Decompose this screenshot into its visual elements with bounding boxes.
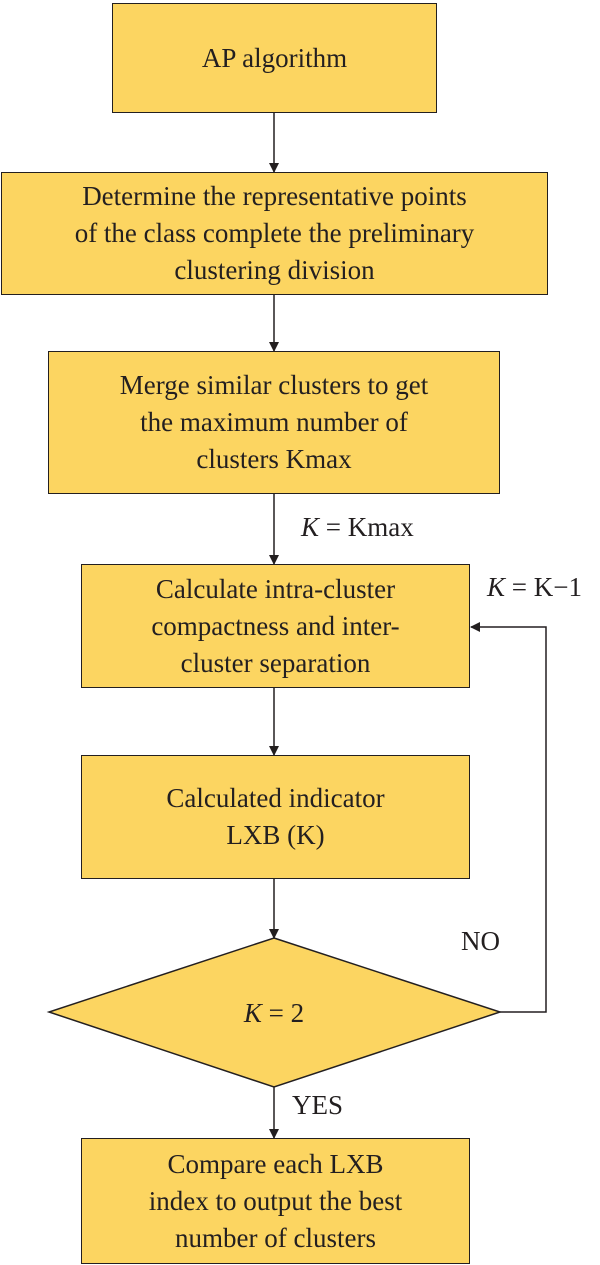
node-compare-index-line-2: index to output the best [148,1185,403,1216]
node-calculate-compactness: Calculate intra-cluster compactness and … [81,564,470,688]
node-merge-clusters-line-3: clusters Kmax [196,444,352,474]
label-k-init: K = Kmax [301,512,414,542]
arrow-loop-back [470,622,547,1013]
node-merge-clusters-line-2: the maximum number of [140,407,408,437]
node-determine-points-line-3: clustering division [174,255,375,285]
node-calculate-compactness-line-1: Calculate intra-cluster [155,573,396,604]
decision-rest: = 2 [262,998,304,1028]
node-calculated-indicator-line-1: Calculated indicator [166,783,385,813]
node-compare-index-line-3: number of clusters [175,1222,376,1253]
node-ap-algorithm: AP algorithm [112,3,437,113]
node-compare-index-line-1: Compare each LXB [167,1148,384,1179]
label-k-decrement-rest: = K−1 [505,572,582,602]
node-compare-index: Compare each LXB index to output the bes… [81,1138,470,1264]
node-ap-algorithm-label: AP algorithm [201,42,348,73]
node-determine-points: Determine the representative points of t… [1,172,548,295]
node-calculated-indicator-line-2: LXB (K) [226,820,325,850]
label-k-decrement-var: K [487,572,506,602]
label-k-decrement: K = K−1 [487,572,582,602]
decision-var: K [243,998,264,1028]
label-k-init-var: K [301,512,320,542]
node-determine-points-line-2: of the class complete the preliminary [74,218,475,248]
label-k-init-rest: = Kmax [319,512,414,542]
node-calculate-compactness-line-2: compactness and inter- [151,610,400,641]
label-yes: YES [292,1090,344,1120]
node-merge-clusters-line-1: Merge similar clusters to get [119,370,429,400]
node-determine-points-line-1: Determine the representative points [82,181,467,211]
node-merge-clusters: Merge similar clusters to get the maximu… [48,351,500,494]
decision-label: K = 2 [243,998,304,1028]
decision-diamond [46,937,503,1088]
label-no: NO [461,926,500,956]
node-calculate-compactness-line-3: cluster separation [180,647,371,678]
node-calculated-indicator: Calculated indicator LXB (K) [81,755,470,879]
